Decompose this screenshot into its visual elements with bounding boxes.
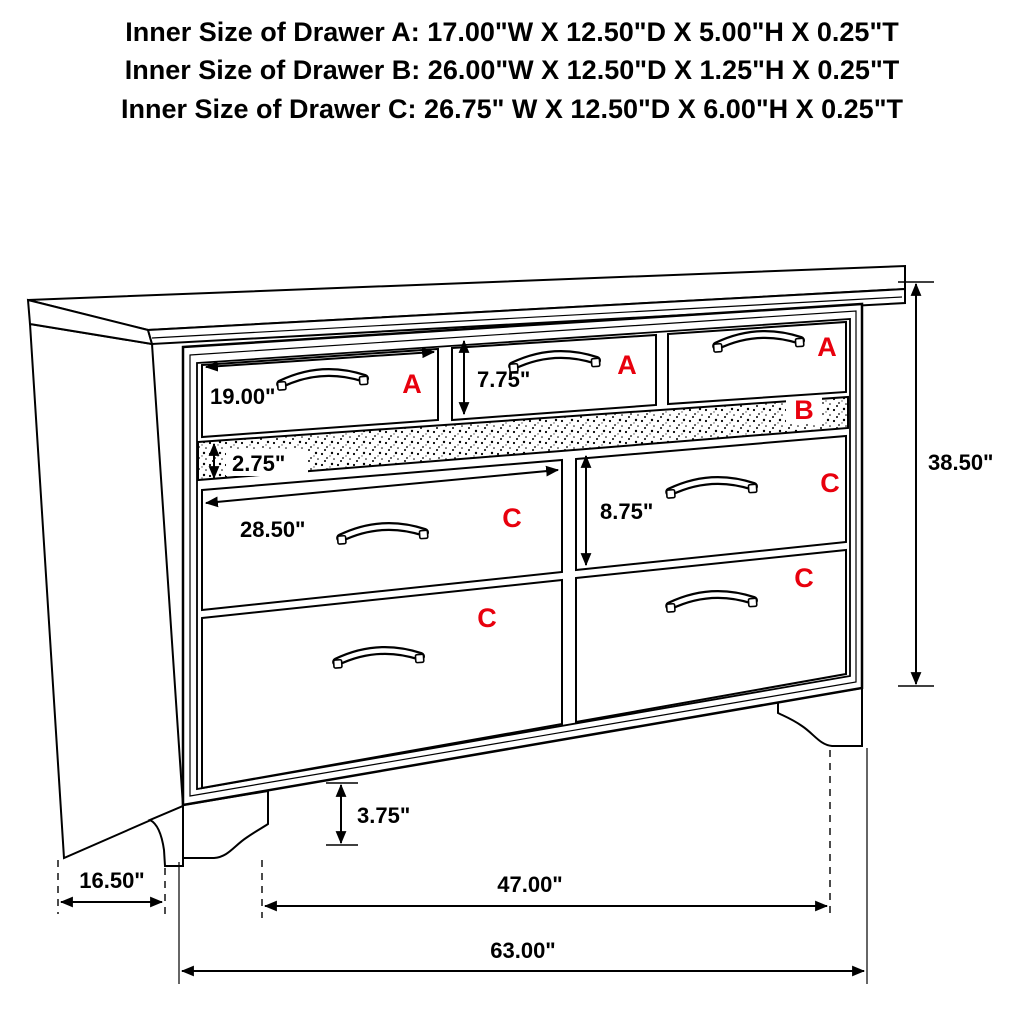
drawer-c-right-top-front [575, 434, 847, 572]
dresser-top-molding-line [151, 296, 903, 339]
dresser-side-foot [147, 804, 184, 867]
dresser-top-fascia [146, 287, 906, 346]
dim-drawer-a-height: 7.75" [458, 339, 530, 416]
dim-drawer-b-height: 2.75" [208, 442, 308, 480]
drawer-size-header: Inner Size of Drawer A: 17.00"W X 12.50"… [0, 16, 1024, 131]
drawer-letter-b: B [794, 395, 814, 425]
dim-overall-width: 63.00" [178, 748, 868, 984]
dim-label: 16.50" [79, 868, 144, 893]
dim-label: 47.00" [497, 872, 562, 897]
drawer-a-size-line: Inner Size of Drawer A: 17.00"W X 12.50"… [125, 17, 899, 47]
dim-label: 19.00" [210, 384, 275, 409]
drawer-b-size-line: Inner Size of Drawer B: 26.00"W X 12.50"… [124, 55, 900, 86]
drawer-letter-c-left-bottom: C [477, 603, 497, 633]
dimension-arrow [204, 465, 560, 508]
drawer-c-size-line: Inner Size of Drawer C: 26.75" W X 12.50… [120, 93, 903, 124]
drawer-letter-a2: A [617, 350, 637, 380]
drawer-letter-c-right-top: C [820, 468, 840, 498]
dresser-case-molding [189, 310, 857, 797]
drawer-c-right-bottom-front [575, 548, 847, 724]
dim-drawer-c-width: 28.50" [204, 465, 560, 542]
dim-label: 7.75" [477, 367, 530, 392]
drawer-letter-a1: A [402, 369, 422, 399]
dim-label: 28.50" [240, 517, 305, 542]
dim-leg-span: 47.00" [261, 750, 831, 918]
dim-label: 63.00" [490, 938, 555, 963]
drawer-a2-front [451, 333, 657, 422]
drawer-letter-c-left-top: C [502, 503, 522, 533]
drawer-letter-a3: A [817, 332, 837, 362]
dim-label: 8.75" [600, 499, 653, 524]
letter-b-backdrop [786, 397, 822, 424]
dim-label: 3.75" [357, 803, 410, 828]
dresser-face-frame [196, 318, 851, 791]
dim-drawer-a-width: 19.00" [204, 347, 436, 409]
dim-leg-height: 3.75" [326, 782, 410, 846]
dim-drawer-c-height: 8.75" [580, 454, 653, 567]
dim-overall-depth: 16.50" [57, 860, 166, 914]
dresser-side-panel [28, 322, 185, 860]
drawer-b-glitter-front [197, 395, 849, 482]
dresser-right-front-foot [777, 686, 863, 747]
dim-label: 38.50" [928, 450, 993, 475]
dim-overall-height: 38.50" [898, 281, 993, 687]
dimension-annotations: 19.00" 7.75" 2.75" 28.50" 8.75" [57, 281, 993, 984]
drawer-c-left-bottom-front [201, 578, 563, 790]
dimension-arrow [204, 347, 436, 372]
drawer-letter-c-right-bottom: C [794, 563, 814, 593]
dresser-left-front-foot [182, 789, 269, 859]
drawer-letters: A A A B C C C C [402, 332, 840, 633]
dim-label: 2.75" [232, 451, 285, 476]
